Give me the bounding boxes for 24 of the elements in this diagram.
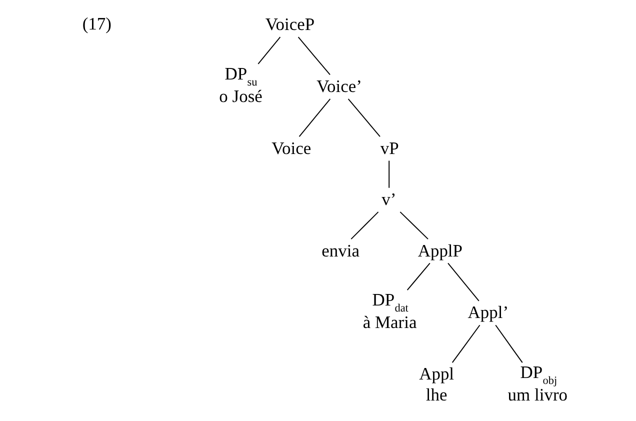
connector (406, 262, 430, 291)
connector (399, 211, 428, 240)
node-text: DP$_{obj}$ um livro (507, 362, 568, 405)
node-text: DP$_{su}$ o José (218, 64, 262, 106)
connector (350, 211, 378, 240)
node-text: VoiceP (264, 14, 314, 34)
node-text: Appl lhe (418, 363, 454, 405)
node-text: ApplP (417, 240, 462, 260)
connector (447, 262, 479, 302)
node-text: Voice’ (316, 76, 362, 96)
connector (257, 36, 280, 64)
node-text: envia (321, 240, 359, 260)
connector (297, 36, 330, 76)
node-text: DP$_{dat}$ à Maria (362, 290, 416, 332)
connector (388, 160, 390, 188)
node-text: Voice (271, 138, 311, 158)
connector (298, 98, 330, 138)
label: (17) (82, 14, 112, 34)
node-text: v’ (381, 189, 396, 210)
connector (494, 324, 522, 364)
connector (451, 324, 480, 364)
node-text: Appl’ (467, 302, 508, 322)
connector (347, 98, 380, 138)
node-text: vP (380, 138, 398, 158)
